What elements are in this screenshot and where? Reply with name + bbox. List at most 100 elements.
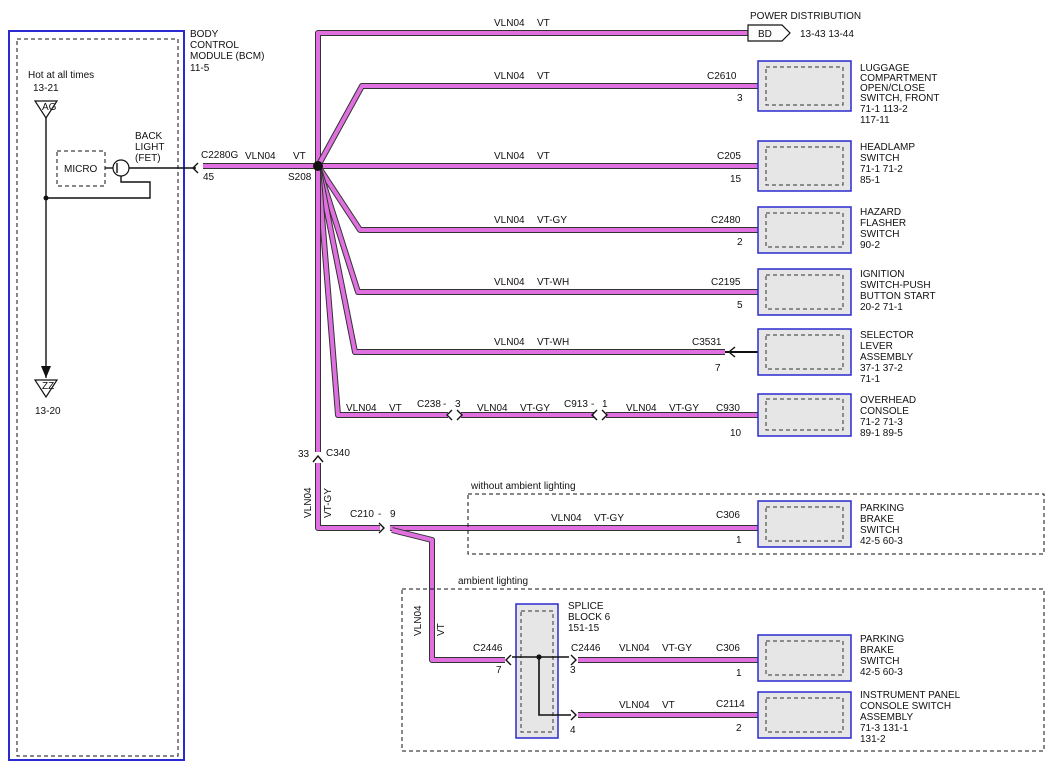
power-distribution[interactable]: VLN04 VT BD POWER DISTRIBUTION 13-43 13-… xyxy=(494,11,861,42)
wire-color: VT-WH xyxy=(537,277,569,288)
bcm-connector-symbol xyxy=(192,162,199,174)
overhead-line-2: CONSOLE xyxy=(860,406,909,417)
connector-pin: 15 xyxy=(730,174,742,185)
c2446-in-pin: 7 xyxy=(496,665,502,676)
c340-connector[interactable]: C340 33 xyxy=(298,448,350,463)
wire-circuit: VLN04 xyxy=(494,215,525,226)
c340-pin: 33 xyxy=(298,449,310,460)
parking-brake-module[interactable] xyxy=(757,500,852,548)
bcm-name-3: MODULE (BCM) xyxy=(190,51,264,62)
hazard-line-2: FLASHER xyxy=(860,218,906,229)
connector-pin: 7 xyxy=(715,363,721,374)
splice-block-6[interactable] xyxy=(515,603,559,739)
c210-connector[interactable]: C210 - 9 xyxy=(350,509,396,534)
c2446-out1-pin: 3 xyxy=(570,665,576,676)
main-wire-color: VT xyxy=(293,151,306,162)
splice-s208-dot[interactable] xyxy=(313,161,323,171)
section-ambient[interactable]: ambient lighting VLN04 VT C2446 7 SPLICE… xyxy=(401,576,1045,752)
selector-line-3: ASSEMBLY xyxy=(860,352,913,363)
connector-label: C3531 xyxy=(692,337,722,348)
out2-color: VT xyxy=(662,700,675,711)
headlamp-line-1: HEADLAMP xyxy=(860,142,915,153)
wire-circuit: VLN04 xyxy=(494,277,525,288)
ignition-line-2: SWITCH-PUSH xyxy=(860,280,931,291)
luggage-switch-module[interactable] xyxy=(757,60,852,112)
hazard-line-4: 90-2 xyxy=(860,240,880,251)
without-ambient-label: without ambient lighting xyxy=(470,481,576,492)
branch-selector[interactable]: VLN04 VT-WH C3531 7 SELECTOR LEVER ASSEM… xyxy=(494,328,914,385)
ag-bus-label: AG xyxy=(42,102,57,113)
out2-circuit: VLN04 xyxy=(619,700,650,711)
bcm-connector-label: C2280G xyxy=(201,150,238,161)
c2446-out2-pin: 4 xyxy=(570,725,576,736)
connector-pin: 3 xyxy=(737,93,743,104)
selector-lever-module[interactable] xyxy=(757,328,852,376)
parking-brake-ambient-module[interactable] xyxy=(757,634,852,682)
c2446-out-label: C2446 xyxy=(571,643,601,654)
c238-symbol xyxy=(446,409,453,421)
pd-wire-circuit: VLN04 xyxy=(494,18,525,29)
c2446-in-label: C2446 xyxy=(473,643,503,654)
c2446-out1-symbol xyxy=(570,654,577,666)
park2-line-2: BRAKE xyxy=(860,645,894,656)
overhead-line-1: OVERHEAD xyxy=(860,395,916,406)
dest2-connector: C2114 xyxy=(716,699,745,710)
pd-refs: 13-43 13-44 xyxy=(800,29,854,40)
c238-pin: 3 xyxy=(455,399,461,410)
hazard-line-3: SWITCH xyxy=(860,229,899,240)
c930-label: C930 xyxy=(716,403,740,414)
connector-label: C2195 xyxy=(711,277,741,288)
pd-tag-shape xyxy=(747,24,791,42)
branch-ignition[interactable]: VLN04 VT-WH C2195 5 IGNITION SWITCH-PUSH… xyxy=(494,268,936,316)
luggage-line-2: COMPARTMENT xyxy=(860,73,937,84)
ambient-box xyxy=(401,588,1045,752)
seg1-circuit: VLN04 xyxy=(346,403,377,414)
main-wire-circuit: VLN04 xyxy=(245,151,276,162)
backlight-label-1: BACK xyxy=(135,131,163,142)
splice-block-line-3: 151-15 xyxy=(568,623,600,634)
top-ref: 13-21 xyxy=(33,83,59,94)
backlight-label-3: (FET) xyxy=(135,153,161,164)
bcm-module[interactable]: BODY CONTROL MODULE (BCM) 11-5 Hot at al… xyxy=(8,29,264,761)
ip-line-1: INSTRUMENT PANEL xyxy=(860,690,961,701)
branch-hazard[interactable]: VLN04 VT-GY C2480 2 HAZARD FLASHER SWITC… xyxy=(494,206,906,254)
overhead-line-4: 89-1 89-5 xyxy=(860,428,903,439)
dest1-connector: C306 xyxy=(716,643,740,654)
wires xyxy=(203,30,758,718)
ignition-switch-module[interactable] xyxy=(757,268,852,316)
ambient-label: ambient lighting xyxy=(458,576,528,587)
wire-circuit: VLN04 xyxy=(494,71,525,82)
headlamp-line-3: 71-1 71-2 xyxy=(860,164,903,175)
c210-pin: 9 xyxy=(390,509,396,520)
c238-dash: - xyxy=(443,399,446,410)
ip-line-3: ASSEMBLY xyxy=(860,712,913,723)
branch-headlamp[interactable]: VLN04 VT C205 15 HEADLAMP SWITCH 71-1 71… xyxy=(494,140,915,192)
luggage-line-3: OPEN/CLOSE xyxy=(860,83,925,94)
dest1-pin: 1 xyxy=(736,668,742,679)
section-without-ambient[interactable]: without ambient lighting VLN04 VT-GY C30… xyxy=(467,481,1045,555)
overhead-console-module[interactable] xyxy=(757,393,852,437)
hazard-switch-module[interactable] xyxy=(757,206,852,254)
bcm-connector-pin: 45 xyxy=(203,172,215,183)
zz-bus-label: ZZ xyxy=(42,381,54,392)
park2-line-1: PARKING xyxy=(860,634,904,645)
c930-pin: 10 xyxy=(730,428,742,439)
bcm-ref: 11-5 xyxy=(190,63,210,74)
backlight-label-2: LIGHT xyxy=(135,142,164,153)
seg1-color: VT xyxy=(389,403,402,414)
headlamp-switch-module[interactable] xyxy=(757,140,852,192)
down-wire-circuit: VLN04 xyxy=(303,487,314,518)
splice-block-line-2: BLOCK 6 xyxy=(568,612,611,623)
ignition-line-3: BUTTON START xyxy=(860,291,936,302)
instrument-panel-module[interactable] xyxy=(757,691,852,739)
overhead-line-3: 71-2 71-3 xyxy=(860,417,903,428)
branch-luggage[interactable]: VLN04 VT C2610 3 LUGGAGE COMPARTMENT OPE… xyxy=(494,60,939,126)
luggage-line-5: 71-1 113-2 xyxy=(860,104,908,115)
selector-line-5: 71-1 xyxy=(860,374,880,385)
connector-label: C2480 xyxy=(711,215,741,226)
wire-circuit: VLN04 xyxy=(494,151,525,162)
zz-bus-symbol xyxy=(33,379,59,399)
branch-overhead[interactable]: VLN04 VT C238 - 3 VLN04 VT-GY C913 - 1 V… xyxy=(346,393,916,439)
connector-pin: 5 xyxy=(737,300,743,311)
